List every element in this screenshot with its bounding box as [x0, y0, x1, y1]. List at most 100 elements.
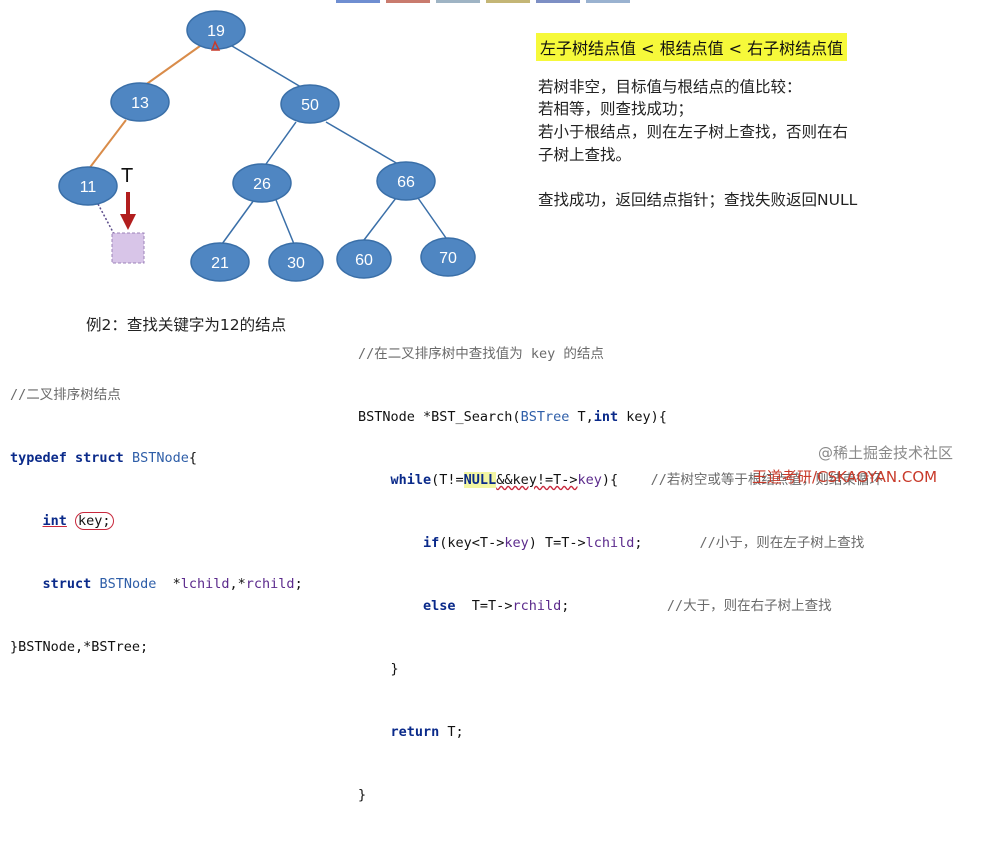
node-label: 11 — [80, 179, 97, 196]
code-line: if(key<T->key) T=T->lchild; //小于，则在左子树上查… — [358, 533, 883, 554]
code-line: return T; — [358, 722, 883, 743]
node-label: 26 — [253, 176, 271, 193]
slide: T 19 13 50 11 26 66 21 — [10, 0, 954, 803]
top-strip-tab — [536, 0, 580, 3]
top-strip-tab — [586, 0, 630, 3]
code-text: ; — [561, 598, 570, 614]
member-name: rchild — [512, 598, 562, 614]
code-line: //在二叉排序树中查找值为 key 的结点 — [358, 344, 883, 365]
code-text: T, — [569, 409, 594, 425]
tree-edge — [363, 197, 397, 241]
pointer-arrow-head — [120, 214, 136, 230]
member-name: lchild — [180, 576, 230, 592]
code-text: ){ — [601, 472, 619, 488]
code-text: key; — [75, 512, 114, 530]
top-strip-tab — [436, 0, 480, 3]
tree-node-70: 70 — [420, 237, 476, 277]
tree-node-19: 19 — [186, 10, 246, 50]
tree-node-13: 13 — [110, 82, 170, 122]
code-line: typedef struct BSTNode{ — [10, 448, 303, 469]
node-label: 70 — [439, 250, 457, 267]
type-name: BSTree — [520, 409, 570, 425]
tree-node-50: 50 — [280, 84, 340, 124]
null-node-box — [111, 232, 145, 264]
node-label: 50 — [301, 97, 319, 114]
node-label: 60 — [355, 252, 373, 269]
member-name: rchild — [245, 576, 295, 592]
cursor-mark-icon — [210, 40, 221, 51]
keyword: else — [423, 598, 456, 614]
code-line: else T=T->rchild; //大于，则在右子树上查找 — [358, 596, 883, 617]
code-text: key){ — [618, 409, 667, 425]
code-text: } — [390, 661, 399, 677]
code-line: struct BSTNode *lchild,*rchild; — [10, 574, 303, 595]
keyword: typedef — [10, 450, 67, 466]
cskaoyan-watermark: 王道考研/CSKAOYAN.COM — [752, 468, 938, 486]
example-caption: 例2：查找关键字为12的结点 — [86, 316, 287, 334]
member-name: key — [577, 472, 602, 488]
tree-edge — [275, 199, 295, 245]
keyword: struct — [42, 576, 92, 592]
description-line: 若树非空，目标值与根结点的值比较： — [538, 78, 802, 96]
code-line: //二叉排序树结点 — [10, 385, 303, 406]
keyword: int — [42, 513, 67, 529]
code-line: BSTNode *BST_Search(BSTree T,int key){ — [358, 407, 883, 428]
tree-node-60: 60 — [336, 239, 392, 279]
tree-edge — [325, 121, 399, 165]
tree-edge — [265, 121, 297, 165]
description-line: 若小于根结点，则在左子树上查找，否则在右 — [538, 123, 849, 141]
code-text: BSTNode *BST_Search( — [358, 409, 521, 425]
null-keyword: NULL — [463, 472, 497, 488]
top-strip-tab — [336, 0, 380, 3]
pointer-label: T — [121, 165, 133, 187]
code-line: }BSTNode,*BSTree; — [10, 637, 303, 658]
tree-edge — [221, 199, 255, 245]
code-line: } — [358, 659, 883, 680]
node-label: 66 — [397, 174, 415, 191]
top-strip-tab — [386, 0, 430, 3]
type-name: BSTNode — [131, 450, 189, 466]
tree-edge — [140, 45, 201, 89]
search-code-block: //在二叉排序树中查找值为 key 的结点 BSTNode *BST_Searc… — [358, 302, 883, 848]
tree-node-66: 66 — [376, 161, 436, 201]
top-strip-tab — [486, 0, 530, 3]
null-link — [97, 203, 115, 235]
code-text: (T!= — [431, 472, 464, 488]
tree-node-26: 26 — [232, 163, 292, 203]
search-result-note: 查找成功，返回结点指针；查找失败返回NULL — [538, 191, 858, 209]
member-name: key — [504, 535, 529, 551]
code-text: } — [358, 787, 367, 803]
keyword: int — [593, 409, 619, 425]
code-comment: //在二叉排序树中查找值为 key 的结点 — [358, 346, 604, 362]
code-comment: //小于，则在左子树上查找 — [699, 535, 865, 551]
code-text: ) T=T-> — [528, 535, 586, 551]
tree-node-30: 30 — [268, 242, 324, 282]
juejin-watermark: @稀土掘金技术社区 — [818, 444, 954, 462]
code-text: ; — [294, 576, 303, 592]
keyword: while — [390, 472, 432, 488]
keyword: struct — [75, 450, 124, 466]
description-line: 子树上查找。 — [538, 146, 632, 164]
code-text: T; — [439, 724, 464, 740]
code-comment: //大于，则在右子树上查找 — [666, 598, 832, 614]
node-label: 13 — [131, 95, 149, 112]
code-line: } — [358, 785, 883, 806]
tree-node-11: 11 — [58, 166, 118, 206]
tree-edge — [231, 45, 307, 91]
code-line: int key; — [10, 511, 303, 532]
node-label: 21 — [211, 255, 229, 272]
tree-node-21: 21 — [190, 242, 250, 282]
code-text: { — [188, 450, 198, 466]
keyword: if — [423, 535, 440, 551]
description-line: 若相等，则查找成功； — [538, 100, 694, 118]
code-comment: //二叉排序树结点 — [10, 387, 121, 403]
tree-edge — [87, 119, 127, 171]
code-text: &&key!=T-> — [496, 472, 578, 488]
code-text: ,* — [229, 576, 246, 592]
code-text: (key<T-> — [439, 535, 505, 551]
binary-search-tree: T 19 13 50 11 26 66 21 — [58, 10, 476, 282]
struct-code-block: //二叉排序树结点 typedef struct BSTNode{ int ke… — [10, 343, 303, 700]
type-name: BSTNode — [99, 576, 157, 592]
node-label: 30 — [287, 255, 305, 272]
bst-rule-highlight: 左子树结点值 < 根结点值 < 右子树结点值 — [536, 33, 848, 61]
